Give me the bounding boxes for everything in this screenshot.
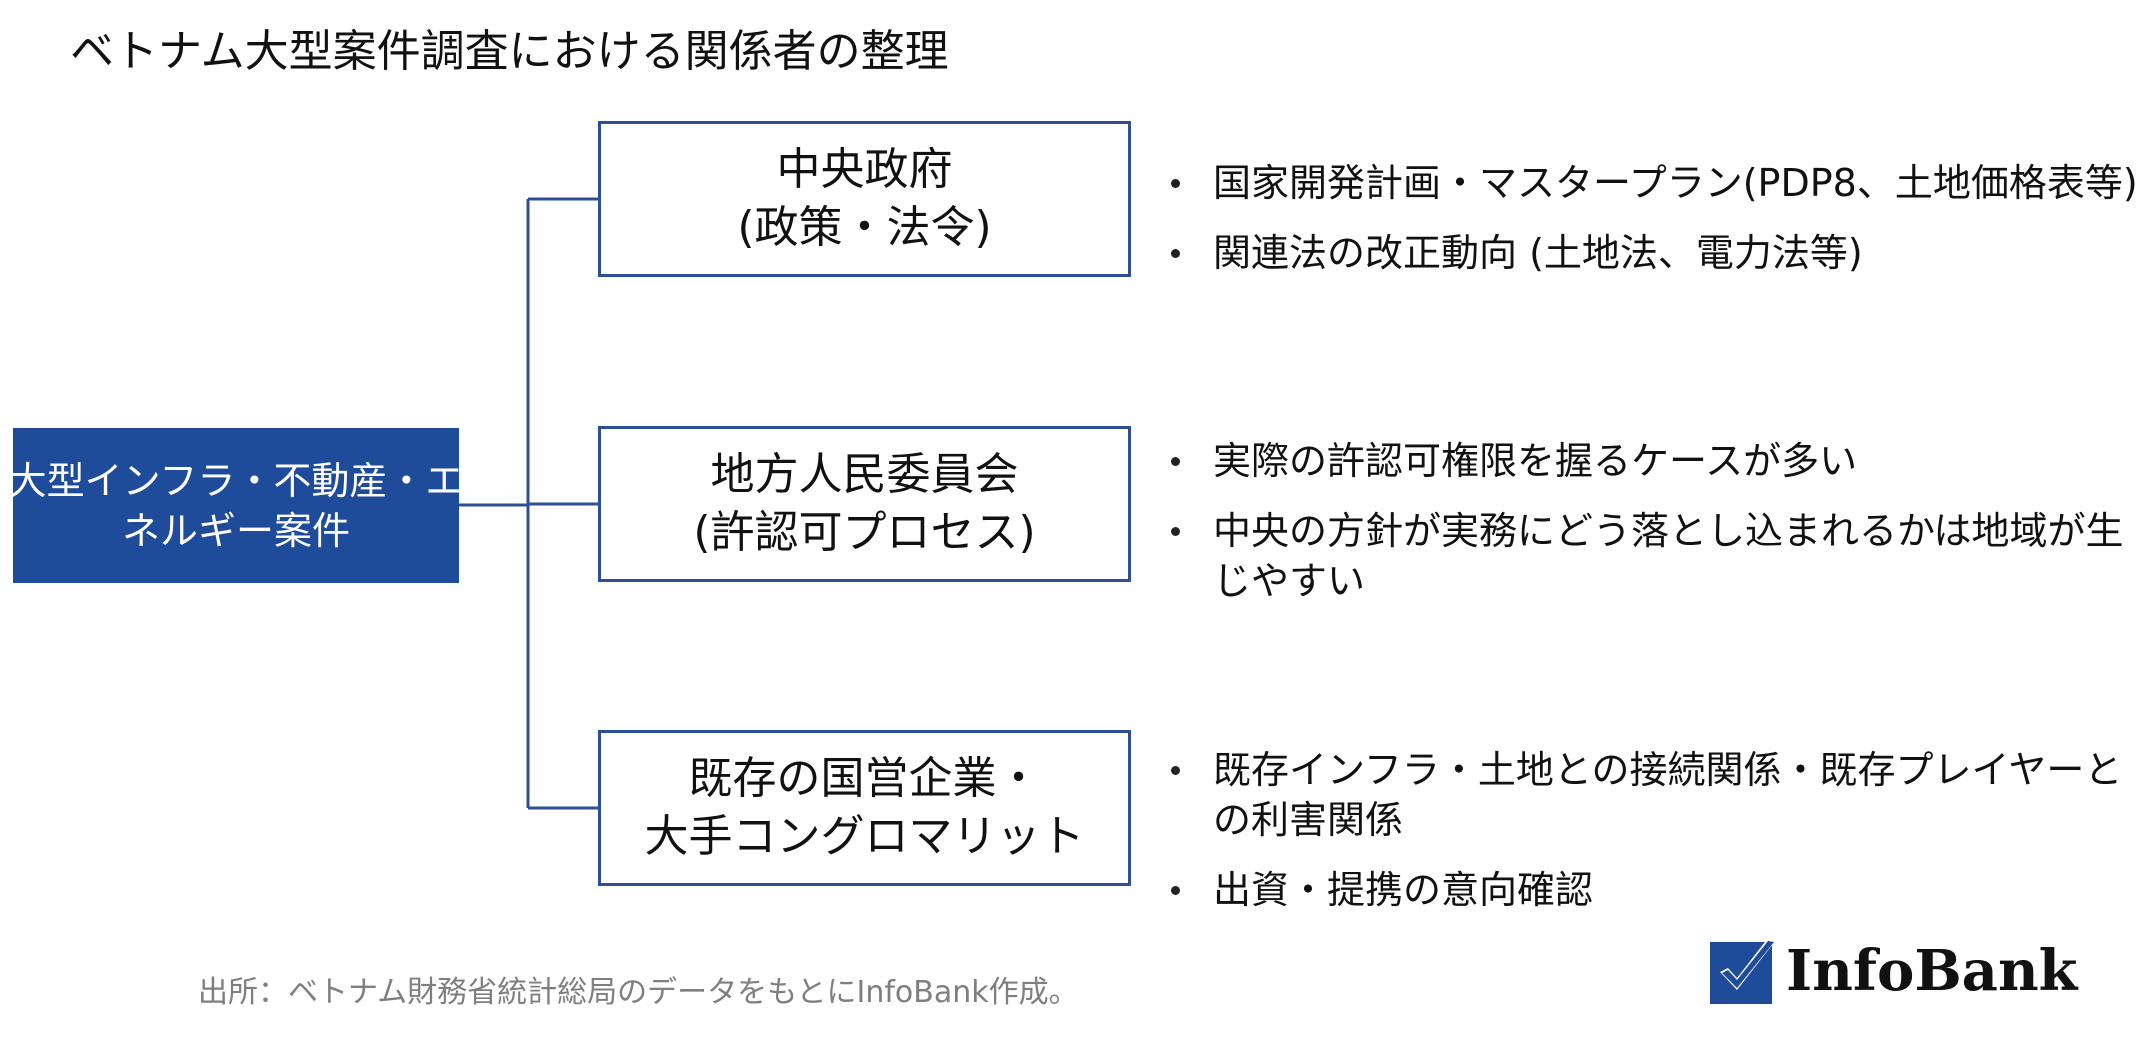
bullet-text: 国家開発計画・マスタープラン(PDP8、土地価格表等): [1213, 161, 2138, 205]
root-node-line: ネルギー案件: [121, 508, 350, 553]
root-node: 大型インフラ・不動産・エ ネルギー案件: [9, 428, 463, 583]
logo-text: InfoBank: [1786, 938, 2078, 1004]
checkmark-icon: [1710, 938, 1776, 1004]
bullet-item: 中央の方針が実務にどう落とし込まれるかは地域が生じやすい: [1165, 506, 2145, 606]
stakeholder-node-state-enterprises: 既存の国営企業・ 大手コングロマリット: [598, 730, 1131, 886]
bullet-text: 出資・提携の意向確認: [1213, 868, 1594, 912]
bullet-text: 関連法の改正動向 (土地法、電力法等): [1213, 231, 1863, 275]
node-label-line: 既存の国営企業・: [688, 753, 1041, 804]
source-note: 出所：ベトナム財務省統計総局のデータをもとにInfoBank作成。: [198, 975, 1079, 1010]
bullet-item: 国家開発計画・マスタープラン(PDP8、土地価格表等): [1165, 158, 2145, 208]
bullet-text: 実際の許認可権限を握るケースが多い: [1213, 439, 1858, 483]
bullet-list-local-committee: 実際の許認可権限を握るケースが多い 中央の方針が実務にどう落とし込まれるかは地域…: [1165, 436, 2145, 626]
bullet-dot-icon: [1171, 886, 1180, 895]
bullet-item: 実際の許認可権限を握るケースが多い: [1165, 436, 2145, 486]
bullet-dot-icon: [1171, 766, 1180, 775]
node-label-line: (政策・法令): [737, 202, 992, 253]
bullet-item: 既存インフラ・土地との接続関係・既存プレイヤーとの利害関係: [1165, 745, 2145, 845]
stakeholder-node-local-committee: 地方人民委員会 (許認可プロセス): [598, 426, 1131, 582]
infobank-logo: InfoBank: [1710, 938, 2077, 1004]
root-node-line: 大型インフラ・不動産・エ: [8, 458, 464, 503]
node-label-line: 大手コングロマリット: [644, 811, 1085, 862]
bullet-list-state-enterprises: 既存インフラ・土地との接続関係・既存プレイヤーとの利害関係 出資・提携の意向確認: [1165, 745, 2145, 935]
bullet-text: 既存インフラ・土地との接続関係・既存プレイヤーとの利害関係: [1213, 748, 2123, 842]
bullet-dot-icon: [1171, 249, 1180, 258]
node-label-line: 地方人民委員会: [710, 449, 1019, 500]
bullet-dot-icon: [1171, 179, 1180, 188]
node-label-line: (許認可プロセス): [693, 507, 1036, 558]
bullet-item: 出資・提携の意向確認: [1165, 865, 2145, 915]
bullet-dot-icon: [1171, 457, 1180, 466]
bullet-dot-icon: [1171, 527, 1180, 536]
bullet-list-central-government: 国家開発計画・マスタープラン(PDP8、土地価格表等) 関連法の改正動向 (土地…: [1165, 158, 2145, 298]
bullet-item: 関連法の改正動向 (土地法、電力法等): [1165, 228, 2145, 278]
page-title: ベトナム大型案件調査における関係者の整理: [70, 26, 949, 77]
stakeholder-node-central-government: 中央政府 (政策・法令): [598, 121, 1131, 277]
bullet-text: 中央の方針が実務にどう落とし込まれるかは地域が生じやすい: [1213, 509, 2124, 603]
node-label-line: 中央政府: [776, 144, 953, 195]
